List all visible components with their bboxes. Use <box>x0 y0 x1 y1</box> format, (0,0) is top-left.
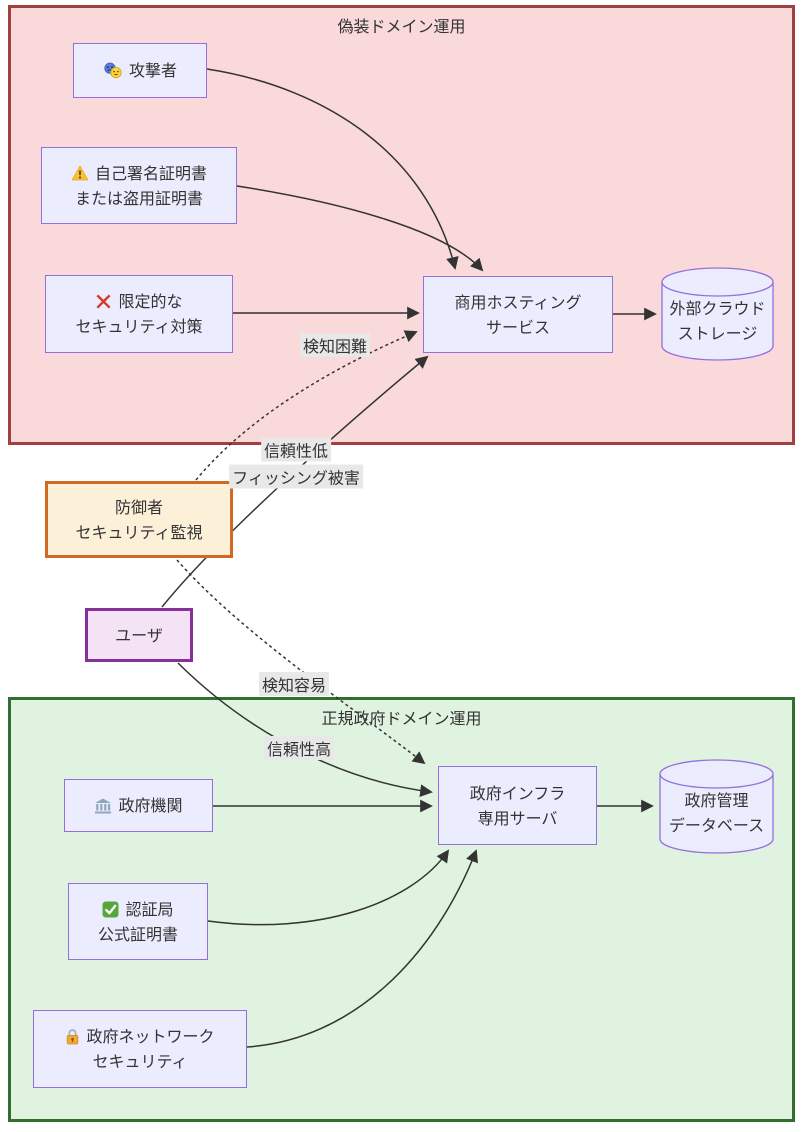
node-gov-database: 政府管理 データベース <box>660 778 773 848</box>
node-self-signed-cert: 自己署名証明書 または盗用証明書 <box>41 147 237 224</box>
node-external-cloud-storage: 外部クラウド ストレージ <box>662 286 773 356</box>
node-commercial-hosting: 商用ホスティング サービス <box>423 276 613 353</box>
node-cert-authority-line2: 公式証明書 <box>97 924 178 944</box>
edge-defender-to-govserver <box>176 559 426 765</box>
node-defender-line2: セキュリティ監視 <box>75 522 203 542</box>
warning-icon <box>71 165 89 181</box>
node-commercial-hosting-line2: サービス <box>485 317 550 337</box>
node-gov-database-line2: データベース <box>668 816 765 835</box>
node-cert-authority-line1: 認証局 <box>125 899 174 919</box>
edge-label-low-trust: 信頼性低 フィッシング被害 <box>229 437 363 489</box>
node-gov-agency-label: 政府機関 <box>118 796 183 815</box>
node-user-label: ユーザ <box>115 625 163 645</box>
bank-icon <box>94 798 112 814</box>
masks-icon <box>103 62 123 79</box>
cylinder-external-cloud-top <box>661 267 774 297</box>
node-attacker-label: 攻撃者 <box>128 61 177 80</box>
node-commercial-hosting-line1: 商用ホスティング <box>454 292 582 312</box>
cylinder-gov-database-top <box>659 759 774 789</box>
node-gov-infra-line1: 政府インフラ <box>469 783 566 803</box>
node-external-cloud-line1: 外部クラウド <box>669 299 766 318</box>
lock-icon <box>65 1028 80 1045</box>
node-external-cloud-line2: ストレージ <box>677 324 758 343</box>
check-icon <box>102 901 119 918</box>
node-self-signed-cert-line2: または盗用証明書 <box>74 188 203 208</box>
node-attacker: 攻撃者 <box>73 43 207 98</box>
node-defender: 防御者 セキュリティ監視 <box>45 481 233 558</box>
node-limited-security-line2: セキュリティ対策 <box>75 317 203 336</box>
node-gov-network-line1: 政府ネットワーク <box>86 1027 215 1046</box>
edge-defender-to-hosting <box>195 330 418 481</box>
node-self-signed-cert-line1: 自己署名証明書 <box>94 163 207 183</box>
node-gov-network-security: 政府ネットワーク セキュリティ <box>33 1010 247 1088</box>
cylinder-gov-database-body <box>659 774 774 854</box>
edge-label-high-trust: 信頼性高 <box>263 736 335 760</box>
edge-label-easy-to-detect: 検知容易 <box>258 672 330 696</box>
edge-network-to-govserver <box>246 849 478 1048</box>
node-limited-security-line1: 限定的な <box>118 292 183 311</box>
subgraph-fake-title: 偽装ドメイン運用 <box>337 17 466 36</box>
cross-icon <box>95 293 112 310</box>
node-defender-line1: 防御者 <box>114 497 163 517</box>
cylinder-external-cloud-body <box>661 282 774 361</box>
node-gov-infra: 政府インフラ 専用サーバ <box>438 766 597 845</box>
node-gov-network-line2: セキュリティ <box>92 1052 188 1071</box>
subgraph-legit-title: 正規政府ドメイン運用 <box>321 709 482 728</box>
node-limited-security: 限定的な セキュリティ対策 <box>45 275 233 353</box>
node-gov-database-line1: 政府管理 <box>684 791 749 810</box>
edge-attacker-to-hosting <box>206 68 459 270</box>
node-user: ユーザ <box>85 608 193 662</box>
edge-cert-to-hosting <box>236 185 484 272</box>
node-gov-infra-line2: 専用サーバ <box>477 808 558 828</box>
edge-label-hard-to-detect: 検知困難 <box>299 333 371 357</box>
node-cert-authority: 認証局 公式証明書 <box>68 883 208 960</box>
node-gov-agency: 政府機関 <box>64 779 213 832</box>
edge-ca-to-govserver <box>207 849 450 926</box>
